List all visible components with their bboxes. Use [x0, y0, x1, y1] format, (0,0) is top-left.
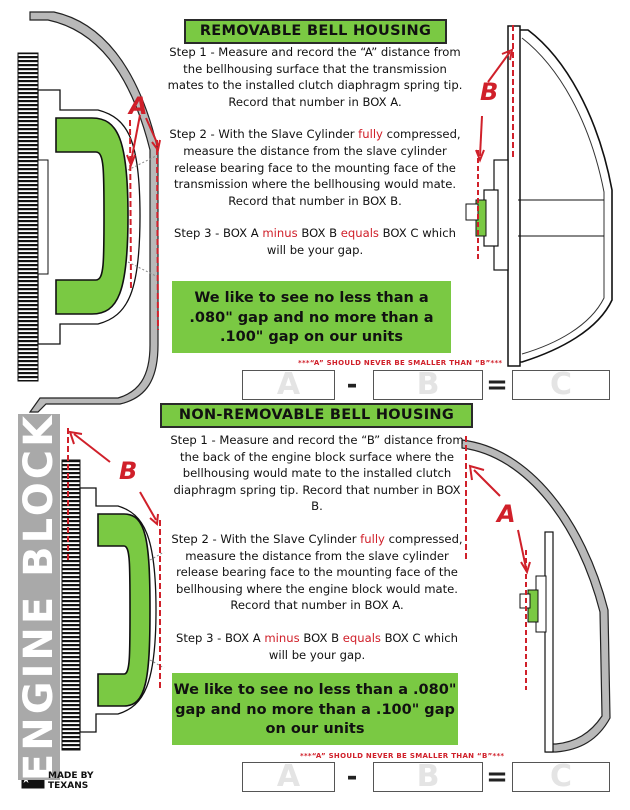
bottom-step-2: Step 2 - With the Slave Cylinder fully c… — [171, 531, 463, 613]
top-step-1: Step 1 - Measure and record the “A” dist… — [167, 45, 463, 109]
top-flywheel-teeth — [17, 52, 39, 382]
bottom-box-c: C — [512, 762, 610, 792]
top-right-bellhousing — [465, 25, 613, 367]
top-pressure-plate — [55, 117, 129, 315]
bottom-pressure-plate — [97, 513, 151, 707]
bottom-section-title: NON-REMOVABLE BELL HOUSING — [160, 403, 473, 428]
bottom-steps: Step 1 - Measure and record the “B” dist… — [166, 432, 468, 679]
bottom-flywheel-teeth — [61, 459, 81, 751]
bottom-box-a: A — [242, 762, 335, 792]
top-step-3: Step 3 - BOX A minus BOX B equals BOX C … — [174, 226, 456, 257]
top-measure-line-a2 — [156, 139, 159, 331]
engine-block-label: ENGINE BLOCK — [16, 412, 62, 782]
made-by-line1: MADE BY — [48, 771, 94, 781]
made-by-line2: TEXANS — [48, 781, 89, 791]
bottom-minus-sign: - — [346, 762, 358, 792]
bottom-step-1: Step 1 - Measure and record the “B” dist… — [170, 433, 464, 514]
engine-block — [18, 414, 60, 780]
made-by-texans-logo: MADE BY TEXANS — [48, 771, 94, 791]
top-label-b: B — [480, 78, 499, 106]
top-warning: ***“A” SHOULD NEVER BE SMALLER THAN “B”*… — [298, 359, 503, 367]
top-equals-sign: = — [486, 370, 508, 400]
bottom-step-3: Step 3 - BOX A minus BOX B equals BOX C … — [176, 630, 458, 662]
top-step-2: Step 2 - With the Slave Cylinder fully c… — [169, 127, 461, 208]
top-minus-sign: - — [346, 370, 358, 400]
bottom-label-a: A — [497, 500, 516, 528]
top-box-a: A — [242, 370, 335, 400]
top-label-a: A — [129, 92, 148, 120]
top-gap-callout: We like to see no less than a .080" gap … — [172, 281, 451, 353]
bottom-equals-sign: = — [486, 762, 508, 792]
bottom-box-b: B — [373, 762, 483, 792]
top-measure-line-a1 — [129, 119, 132, 291]
top-left-bellhousing — [28, 11, 159, 413]
top-steps: Step 1 - Measure and record the “A” dist… — [165, 44, 465, 275]
top-box-b: B — [373, 370, 483, 400]
bottom-label-b: B — [119, 457, 138, 485]
top-box-c: C — [512, 370, 610, 400]
bottom-warning: ***“A” SHOULD NEVER BE SMALLER THAN “B”*… — [300, 752, 505, 760]
bottom-right-bellhousing — [461, 439, 611, 753]
bottom-gap-callout: We like to see no less than a .080" gap … — [172, 673, 458, 745]
top-section-title: REMOVABLE BELL HOUSING — [184, 19, 447, 44]
